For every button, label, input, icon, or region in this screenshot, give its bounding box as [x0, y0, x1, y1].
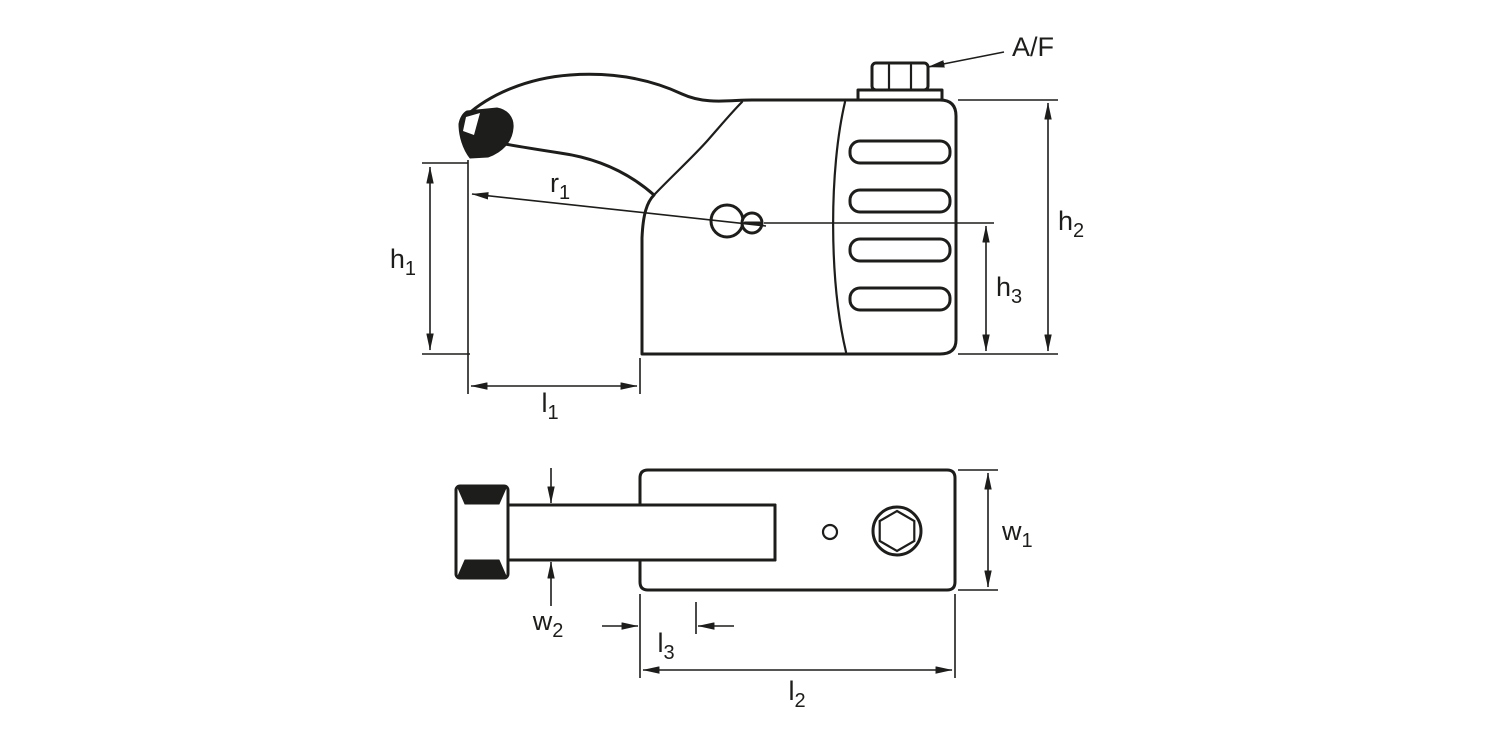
grip-panel-edge [832, 100, 848, 354]
pivot-hole [821, 523, 839, 541]
arm-foot-pad [458, 107, 514, 159]
body-front-edge-line [652, 100, 744, 197]
grip-ridge-2 [848, 188, 952, 214]
label-w2: w2 [532, 606, 564, 642]
plan-foot-pad-top [457, 487, 507, 505]
spindle-washer [856, 88, 944, 102]
label-h1: h1 [390, 244, 416, 280]
label-h3: h3 [996, 272, 1022, 308]
r1-leader-line [471, 192, 767, 227]
af-leader-line [927, 51, 1005, 68]
arm-foot-highlight [463, 113, 480, 135]
side-view-dimensions [422, 51, 1058, 394]
label-r1: r1 [550, 168, 570, 204]
label-af: A/F [1012, 32, 1054, 62]
grip-ridge-3 [848, 237, 952, 263]
hex-socket-screw [871, 505, 923, 557]
plan-view-dimensions [547, 468, 998, 678]
plan-foot-pad-bottom [457, 559, 507, 577]
plan-view: w1 w2 l3 l2 [454, 468, 1033, 712]
plan-arm-foot [454, 484, 510, 580]
grip-ridge-1 [848, 139, 952, 165]
plan-foot-outline [454, 484, 510, 580]
hex-spindle [856, 61, 944, 102]
label-h2: h2 [1058, 206, 1084, 242]
label-w1: w1 [1001, 516, 1033, 552]
spindle-head [870, 61, 930, 92]
side-view: h1 h2 h3 r1 l1 A/F [390, 32, 1084, 424]
label-l2: l2 [788, 676, 805, 712]
label-l3: l3 [657, 628, 674, 664]
screw-hex-socket [878, 509, 916, 553]
grip-ridge-4 [848, 286, 952, 312]
label-l1: l1 [541, 388, 558, 424]
